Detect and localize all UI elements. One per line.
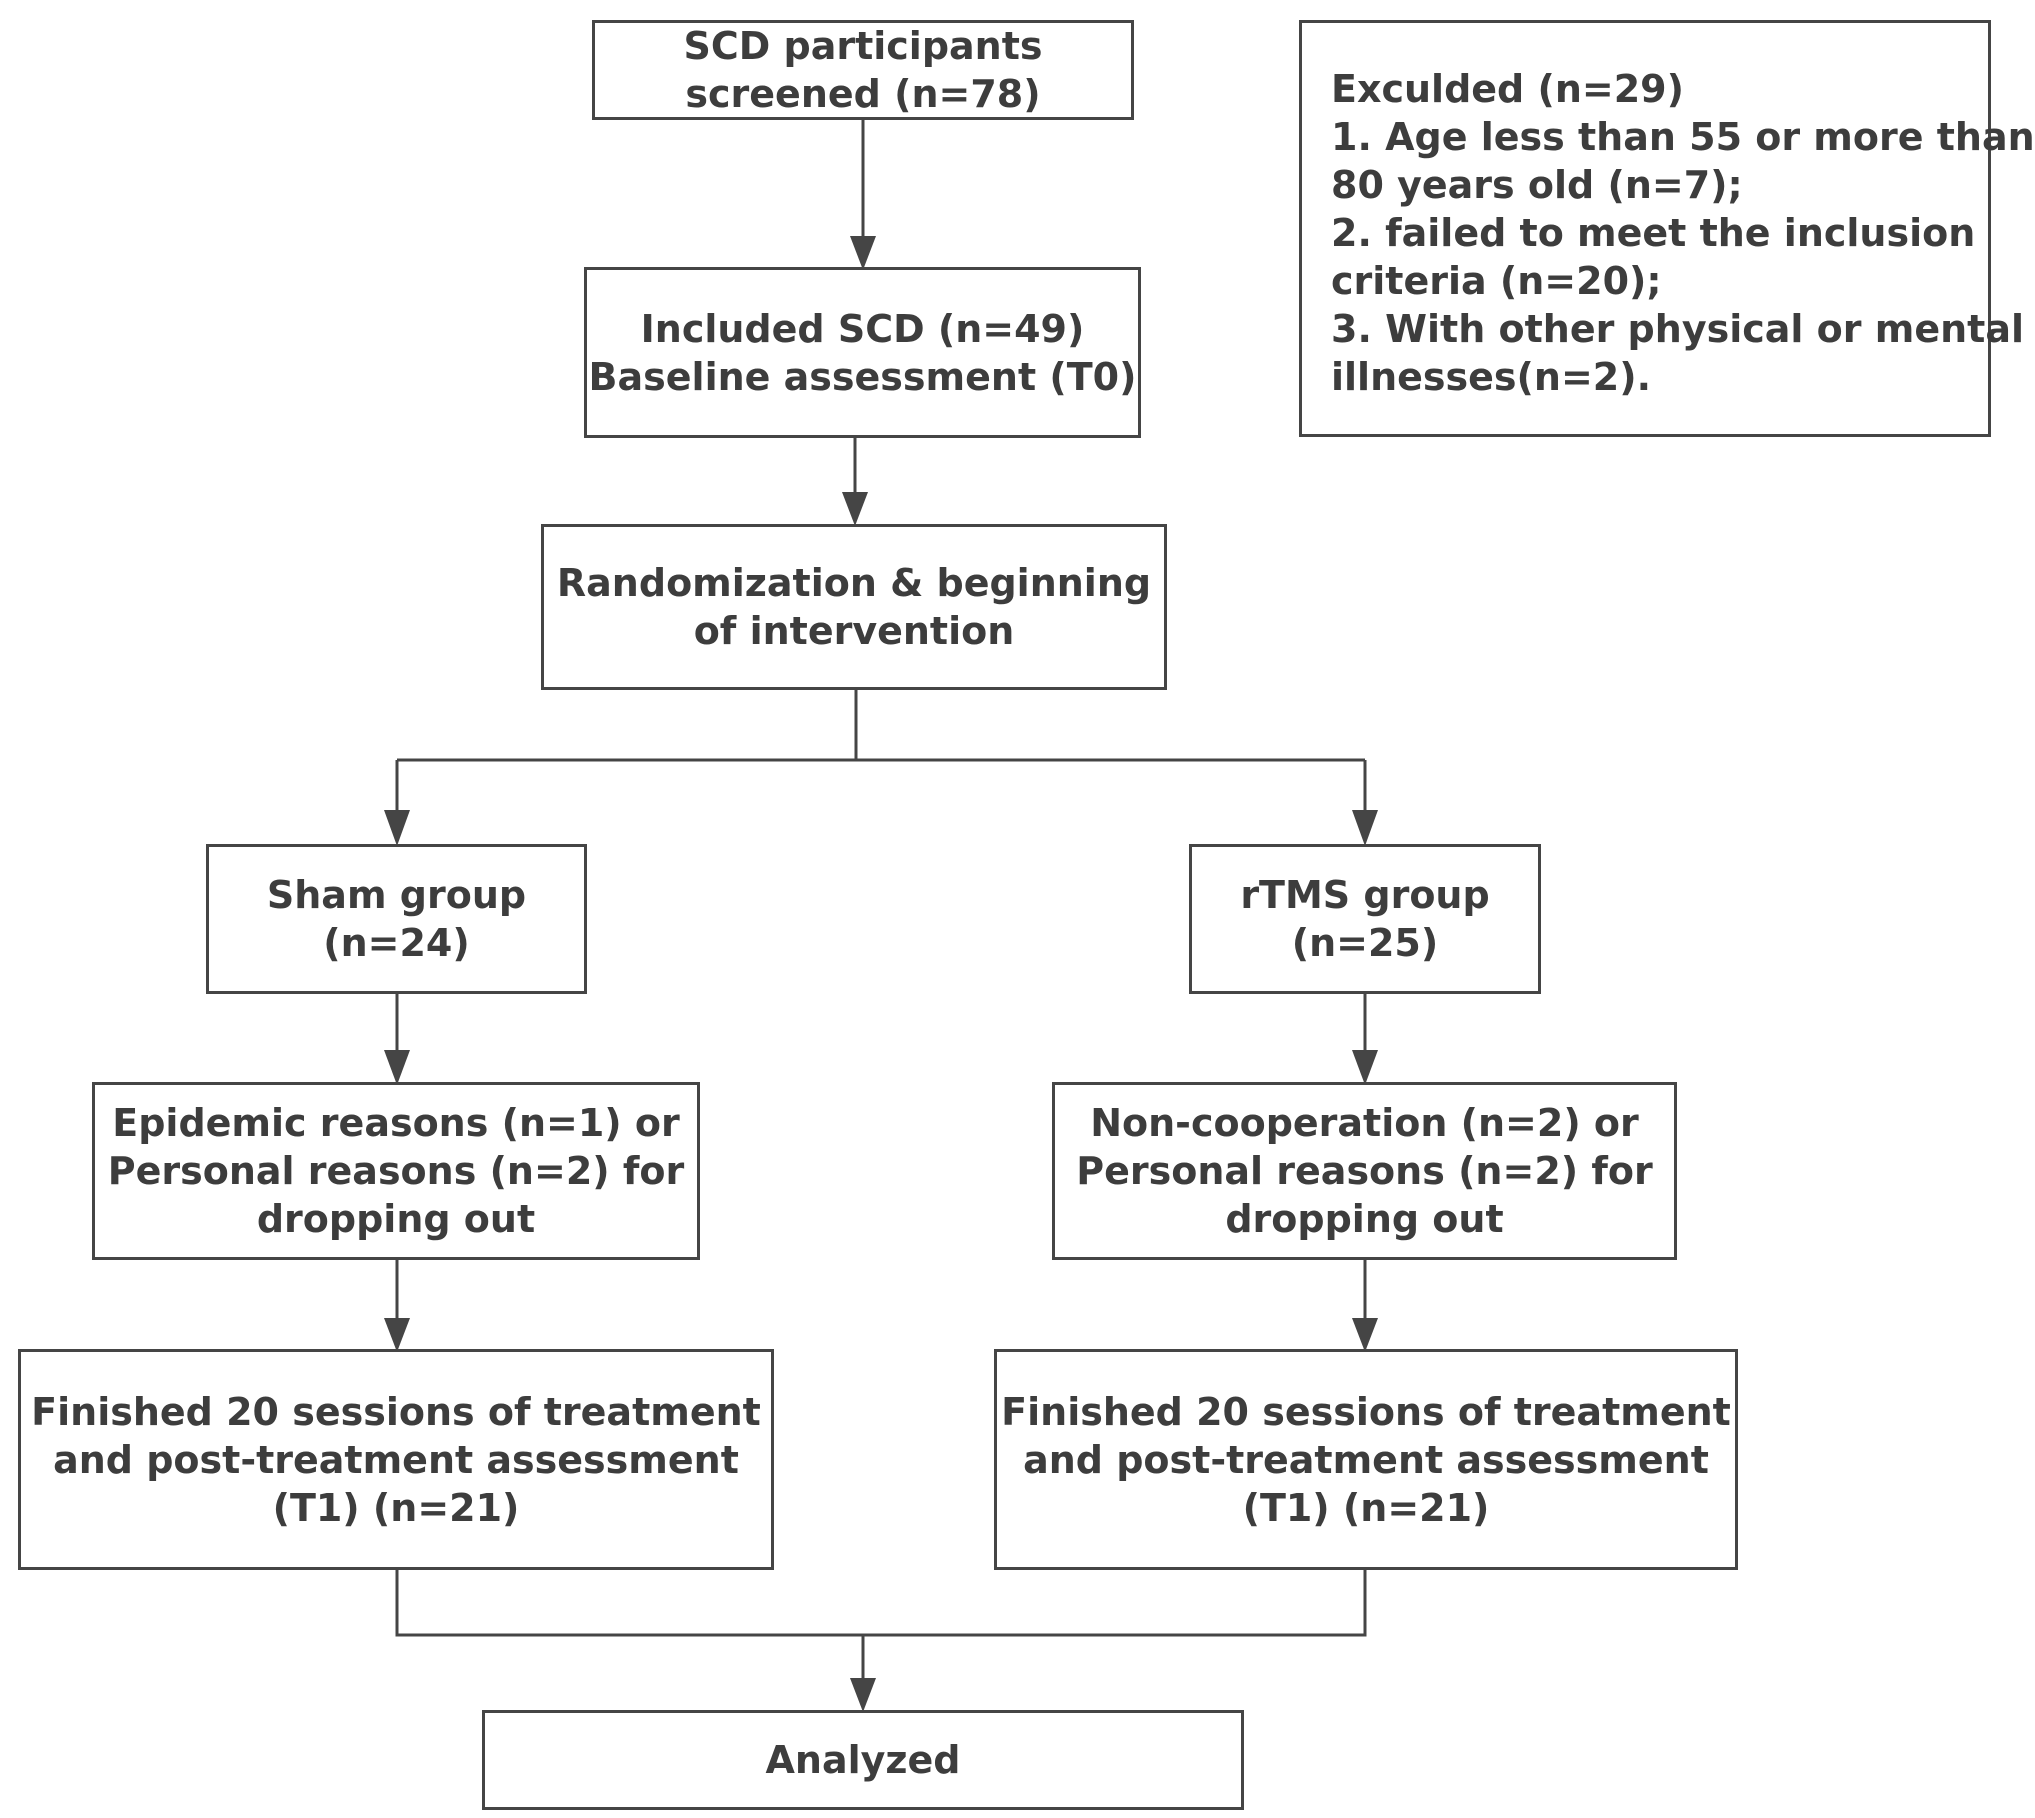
rtms-group-box: rTMS group (n=25)	[1189, 844, 1541, 994]
arrowhead-icon	[850, 236, 876, 270]
analyzed-box: Analyzed	[482, 1710, 1244, 1810]
excluded-line-6: illnesses(n=2).	[1331, 355, 1652, 399]
excluded-box: Exculded (n=29) 1. Age less than 55 or m…	[1299, 20, 2035, 437]
sham-finished-box: Finished 20 sessions of treatment and po…	[18, 1349, 774, 1570]
excluded-line-3: 2. failed to meet the inclusion	[1331, 211, 1976, 255]
sham-finished-line-3: (T1) (n=21)	[272, 1485, 520, 1530]
rtms-group-count: (n=25)	[1291, 921, 1439, 965]
screened-line-1: SCD participants	[683, 24, 1043, 68]
excluded-line-2: 80 years old (n=7);	[1331, 163, 1743, 207]
sham-finished-line-1: Finished 20 sessions of treatment	[31, 1389, 761, 1434]
excluded-line-1: 1. Age less than 55 or more than	[1331, 115, 2035, 159]
sham-group-count: (n=24)	[323, 921, 470, 965]
rtms-finished-line-3: (T1) (n=21)	[1242, 1485, 1490, 1530]
excluded-line-5: 3. With other physical or mental	[1331, 307, 2024, 351]
sham-dropout-line-1: Epidemic reasons (n=1) or	[112, 1101, 680, 1145]
rtms-dropout-line-2: Personal reasons (n=2) for	[1076, 1149, 1653, 1193]
rtms-finished-line-1: Finished 20 sessions of treatment	[1001, 1389, 1731, 1434]
connector-finished-merge	[395, 1570, 1367, 1682]
arrowhead-icon	[1352, 1318, 1378, 1352]
excluded-line-4: criteria (n=20);	[1331, 259, 1662, 303]
screened-line-2: screened (n=78)	[685, 72, 1041, 116]
sham-dropout-line-2: Personal reasons (n=2) for	[107, 1149, 685, 1193]
arrowhead-icon	[384, 1318, 410, 1352]
rtms-dropout-box: Non-cooperation (n=2) or Personal reason…	[1052, 1082, 1677, 1260]
rtms-finished-line-2: and post-treatment assessment	[1023, 1437, 1709, 1482]
arrowhead-icon	[384, 810, 410, 846]
sham-finished-line-2: and post-treatment assessment	[53, 1437, 739, 1482]
randomization-line-2: of intervention	[693, 609, 1015, 653]
sham-dropout-line-3: dropping out	[256, 1197, 536, 1241]
included-line-2: Baseline assessment (T0)	[588, 354, 1137, 399]
rtms-group-label: rTMS group	[1240, 873, 1490, 917]
included-box: Included SCD (n=49) Baseline assessment …	[584, 267, 1141, 438]
arrowhead-icon	[842, 492, 868, 526]
sham-group-box: Sham group (n=24)	[206, 844, 587, 994]
arrowhead-icon	[1352, 810, 1378, 846]
arrowhead-icon	[850, 1678, 876, 1712]
sham-group-label: Sham group	[266, 873, 527, 917]
arrowhead-icon	[1352, 1050, 1378, 1085]
rtms-finished-box: Finished 20 sessions of treatment and po…	[994, 1349, 1738, 1570]
arrowhead-icon	[384, 1050, 410, 1085]
excluded-title: Exculded (n=29)	[1331, 67, 1684, 111]
randomization-box: Randomization & beginning of interventio…	[541, 524, 1167, 690]
included-line-1: Included SCD (n=49)	[640, 306, 1085, 351]
connector-randomization-split	[397, 690, 1365, 762]
rtms-dropout-line-1: Non-cooperation (n=2) or	[1090, 1101, 1639, 1145]
randomization-line-1: Randomization & beginning	[556, 561, 1152, 605]
analyzed-label: Analyzed	[765, 1738, 961, 1782]
screened-box: SCD participants screened (n=78)	[592, 20, 1134, 120]
sham-dropout-box: Epidemic reasons (n=1) or Personal reaso…	[92, 1082, 700, 1260]
rtms-dropout-line-3: dropping out	[1225, 1197, 1504, 1241]
